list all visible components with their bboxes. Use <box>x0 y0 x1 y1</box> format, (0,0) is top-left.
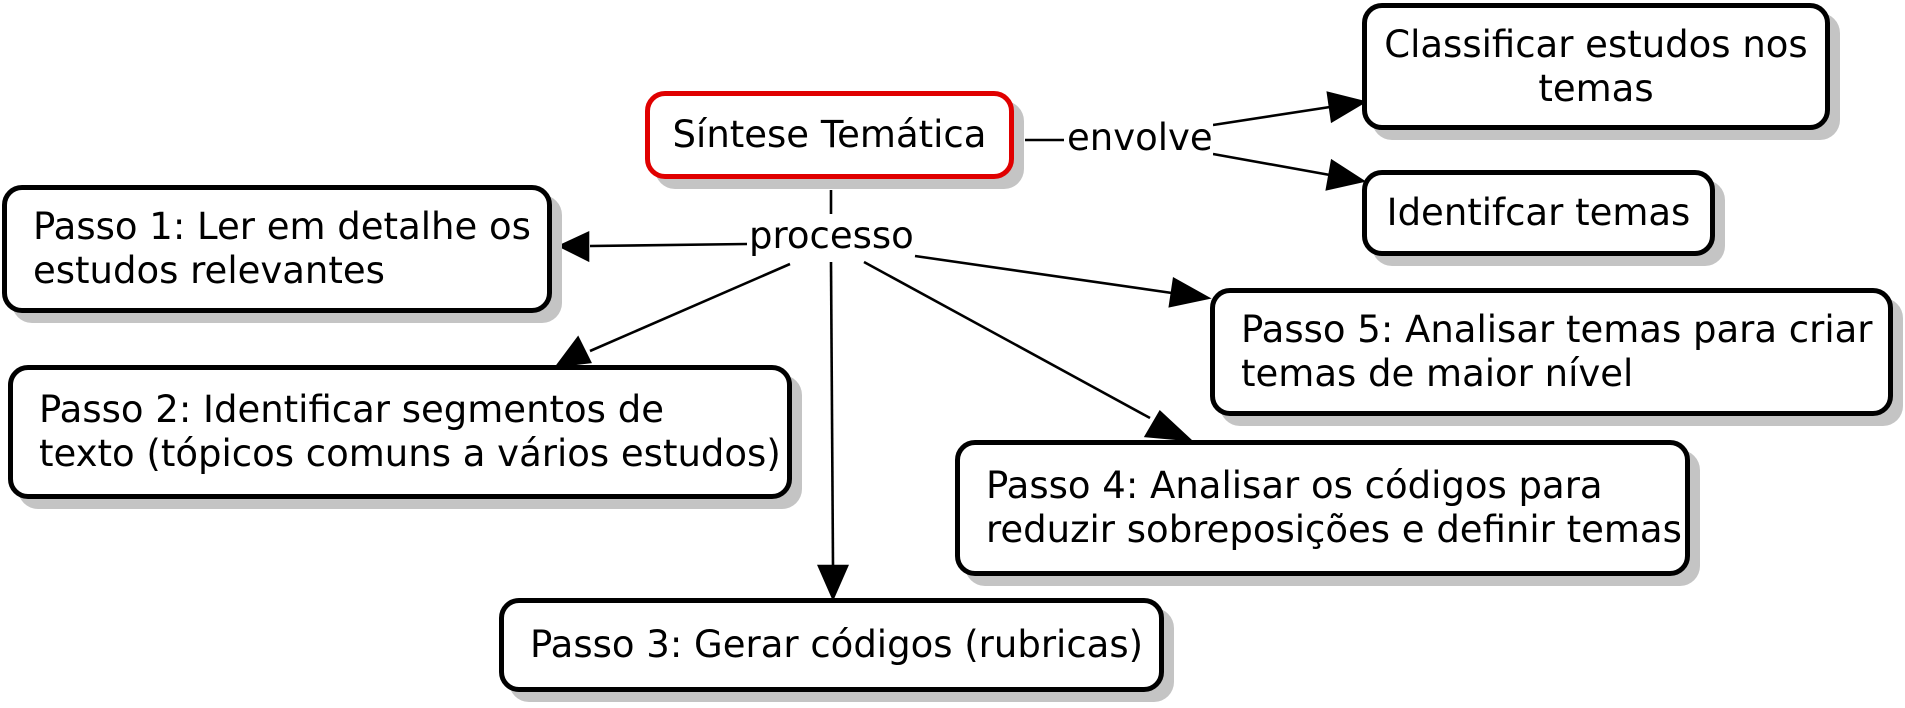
link-label-processo: processo <box>749 214 914 258</box>
link-label-envolve: envolve <box>1067 116 1213 160</box>
node-identificar-temas: Identifcar temas <box>1362 170 1715 256</box>
root-node-sintese-tematica: Síntese Temática <box>645 91 1014 179</box>
arrowhead-passo3 <box>817 564 849 602</box>
node-passo-3-label: Passo 3: Gerar códigos (rubricas) <box>530 623 1144 666</box>
node-passo-4: Passo 4: Analisar os códigos para reduzi… <box>955 440 1690 576</box>
node-identificar-temas-label: Identifcar temas <box>1386 191 1691 234</box>
edge-envolve-identificar-temas <box>1212 152 1331 177</box>
edge-processo-passo5 <box>914 254 1173 295</box>
edge-envolve-classificar <box>1212 105 1331 127</box>
edge-processo-passo1 <box>589 242 748 248</box>
arrowhead-passo5 <box>1168 276 1212 308</box>
arrowhead-passo1 <box>557 230 590 263</box>
node-classificar-estudos: Classificar estudos nos temas <box>1362 3 1830 130</box>
arrowhead-identificar-temas <box>1325 158 1367 191</box>
edge-processo-passo3 <box>829 261 835 567</box>
edge-processo-passo4 <box>863 260 1151 420</box>
node-passo-3: Passo 3: Gerar códigos (rubricas) <box>499 598 1164 692</box>
arrowhead-passo4 <box>1143 409 1194 442</box>
node-passo-4-label: Passo 4: Analisar os códigos para reduzi… <box>986 464 1682 551</box>
node-passo-1-label: Passo 1: Ler em detalhe os estudos relev… <box>33 205 531 292</box>
node-classificar-label: Classificar estudos nos temas <box>1384 22 1808 110</box>
node-passo-5: Passo 5: Analisar temas para criar temas… <box>1210 288 1893 416</box>
arrowhead-classificar <box>1326 91 1368 124</box>
root-node-label: Síntese Temática <box>672 113 987 156</box>
arrowhead-passo2 <box>554 335 592 368</box>
node-passo-5-label: Passo 5: Analisar temas para criar temas… <box>1241 308 1873 395</box>
node-passo-1: Passo 1: Ler em detalhe os estudos relev… <box>2 185 552 313</box>
node-passo-2: Passo 2: Identificar segmentos de texto … <box>8 365 792 499</box>
edge-processo-passo2 <box>589 262 791 353</box>
node-passo-2-label: Passo 2: Identificar segmentos de texto … <box>39 388 781 475</box>
